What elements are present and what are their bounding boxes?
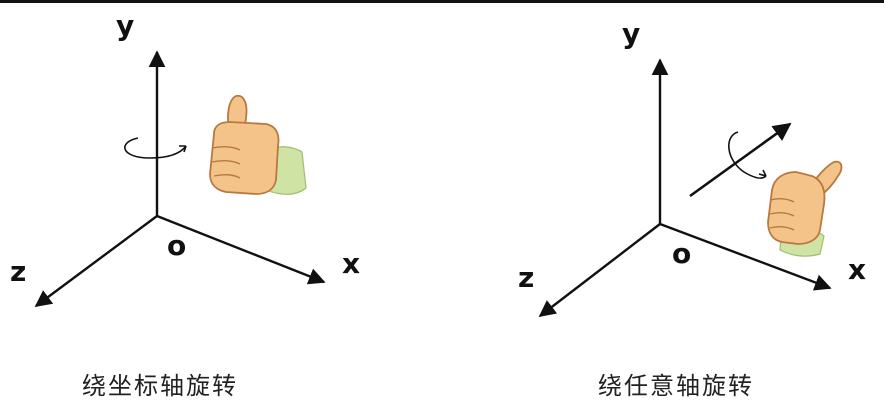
- thumbs-up-hand-icon: [209, 94, 307, 195]
- panel-coordinate-axis-rotation: y o x z 绕坐标轴旋转: [10, 9, 361, 401]
- arbitrary-axis-arrow: [689, 122, 792, 198]
- y-axis-label: y: [116, 9, 135, 42]
- origin-label: o: [672, 237, 692, 270]
- caption-arbitrary-axis-rotation: 绕任意轴旋转: [598, 372, 754, 400]
- z-axis-line: [34, 215, 158, 308]
- x-axis-line: [156, 214, 326, 285]
- curved-rotation-arrow-icon: [124, 137, 187, 159]
- curved-rotation-arrow-icon: [728, 131, 767, 179]
- x-axis-line: [659, 222, 832, 291]
- y-axis-label: y: [622, 17, 641, 50]
- caption-coordinate-axis-rotation: 绕坐标轴旋转: [82, 372, 238, 400]
- origin-label: o: [167, 229, 187, 262]
- z-axis-label: z: [10, 255, 27, 288]
- z-axis-line: [538, 223, 661, 318]
- x-axis-label: x: [848, 253, 867, 286]
- thumbs-up-hand-icon: [767, 160, 843, 257]
- panel-arbitrary-axis-rotation: y o x z 绕任意轴旋转: [442, 0, 884, 412]
- axes-diagram-right: [538, 58, 843, 318]
- axes-diagram-left: [34, 50, 326, 308]
- z-axis-label: z: [518, 261, 535, 294]
- x-axis-label: x: [342, 247, 361, 280]
- top-border-rule: [0, 0, 884, 3]
